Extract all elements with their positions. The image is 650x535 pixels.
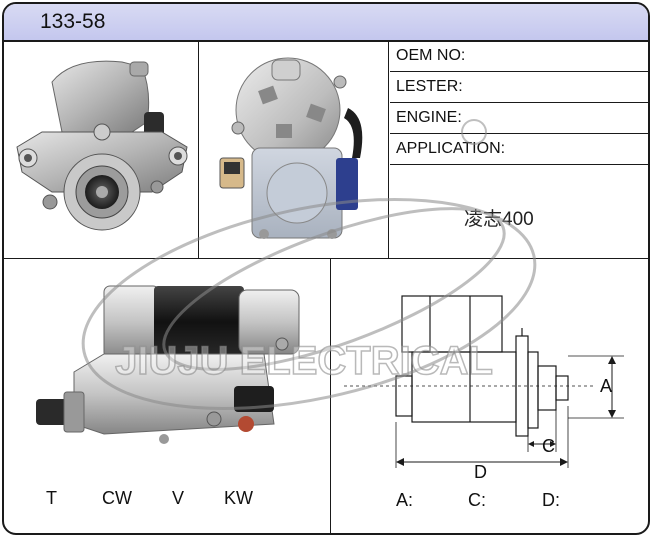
value-c-label: C: bbox=[468, 490, 486, 510]
value-d-label: D: bbox=[542, 490, 560, 510]
label-teeth: T bbox=[46, 488, 57, 508]
spec-row-oem: OEM NO: bbox=[390, 41, 648, 72]
label-rotation: CW bbox=[102, 488, 132, 508]
spec-row-engine: ENGINE: bbox=[390, 103, 648, 134]
starter-side-photo bbox=[36, 285, 300, 444]
part-number: 133-58 bbox=[40, 10, 106, 33]
divider bbox=[198, 40, 199, 258]
application-value: 凌志400 bbox=[464, 209, 534, 230]
oem-label: OEM NO: bbox=[396, 47, 466, 64]
divider bbox=[388, 40, 389, 258]
spec-row-application: APPLICATION: bbox=[390, 134, 648, 165]
application-label: APPLICATION: bbox=[396, 140, 506, 157]
dim-d-label: D bbox=[474, 462, 487, 482]
engine-label: ENGINE: bbox=[396, 109, 462, 126]
starter-front-photo bbox=[16, 60, 188, 231]
dim-c-label: C bbox=[542, 436, 555, 456]
label-voltage: V bbox=[172, 488, 185, 508]
header-bar: 133-58 bbox=[4, 4, 648, 42]
spec-row-lester: LESTER: bbox=[390, 72, 648, 103]
dim-a-label: A bbox=[600, 376, 612, 396]
value-a-label: A: bbox=[396, 490, 414, 510]
lester-label: LESTER: bbox=[396, 78, 463, 95]
divider bbox=[4, 258, 648, 259]
label-power: KW bbox=[224, 488, 253, 508]
starter-rear-photo bbox=[219, 57, 363, 239]
dimension-diagram: A C D bbox=[344, 295, 624, 482]
divider bbox=[330, 258, 331, 533]
